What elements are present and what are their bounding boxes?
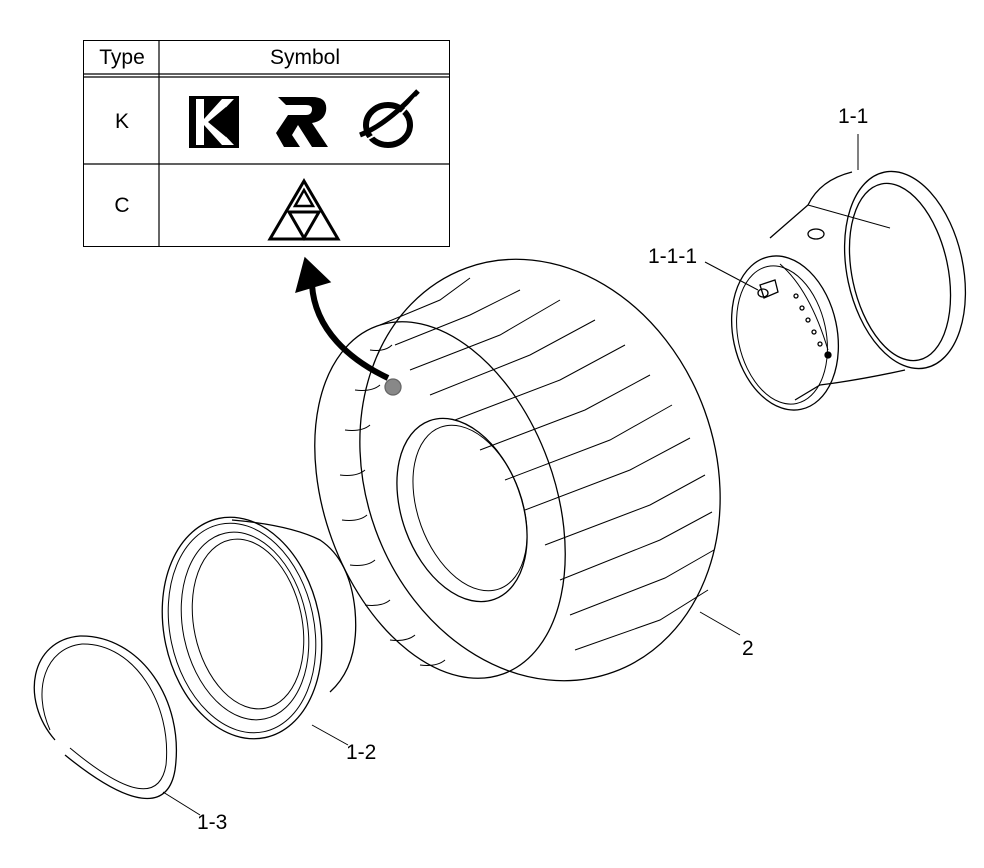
flange-ring-3 — [180, 531, 310, 721]
rim-bolt-5 — [817, 341, 823, 347]
rim-bolt-3 — [805, 317, 811, 323]
valve-stem — [757, 288, 769, 298]
leader-1-2 — [311, 724, 349, 746]
leader-2 — [699, 611, 741, 636]
flange-ring-4 — [191, 538, 305, 710]
flange-body — [231, 519, 357, 693]
table-header-type: Type — [99, 46, 145, 69]
swirl-r-logo-icon — [276, 97, 328, 147]
callout-tire: 2 — [742, 637, 754, 660]
tire-bore-inner — [412, 424, 528, 592]
k-brand-logo-icon — [189, 96, 239, 148]
leader-1-1-1 — [704, 261, 759, 291]
rim-bolt-2 — [799, 305, 805, 311]
valve-part — [759, 279, 779, 299]
callout-lock-ring: 1-3 — [197, 811, 228, 834]
rim-flange-inner — [848, 182, 952, 362]
rim-inner-opening — [730, 255, 840, 411]
flange-ring-2 — [167, 522, 317, 734]
rim-inner-lip — [736, 265, 828, 405]
rim-bolt-4 — [811, 329, 817, 335]
table-row-c-type: C — [114, 194, 130, 217]
rim-assembly — [704, 134, 967, 411]
rim-bottom-edge — [794, 369, 906, 401]
callout-flange: 1-2 — [346, 741, 377, 764]
callout-valve: 1-1-1 — [648, 245, 698, 268]
tire — [295, 256, 741, 682]
rim-body-line — [807, 204, 891, 229]
rim-hole-track — [779, 263, 829, 351]
table-grid — [82, 39, 450, 247]
triforce-triangle-icon — [267, 178, 341, 242]
pointer-arrow-head — [295, 256, 332, 293]
rim-bolt-1 — [793, 293, 799, 299]
table-row-k-type: K — [114, 109, 129, 133]
lock-ring — [33, 635, 201, 816]
callout-rim: 1-1 — [838, 105, 869, 128]
rim-hole — [807, 228, 825, 240]
flange-outer-ring — [161, 516, 323, 740]
pointer-arrow-shaft — [309, 284, 390, 381]
rim-outer-flange — [843, 170, 967, 370]
table-header-symbol: Symbol — [269, 46, 341, 69]
rim-top-edge — [769, 171, 853, 239]
tire-tread-outline — [359, 258, 721, 682]
lock-ring-outer — [33, 635, 177, 800]
leader-1-3 — [162, 791, 201, 816]
lock-ring-inner — [41, 643, 168, 790]
orbit-logo-icon — [359, 89, 420, 148]
symbol-table: Type Symbol K C — [82, 39, 450, 247]
tire-sidewall — [314, 321, 566, 679]
rim-bolt-6 — [824, 351, 832, 359]
flange — [161, 516, 357, 746]
tire-marking-dot — [384, 378, 402, 396]
tire-tread-pattern — [339, 277, 715, 666]
